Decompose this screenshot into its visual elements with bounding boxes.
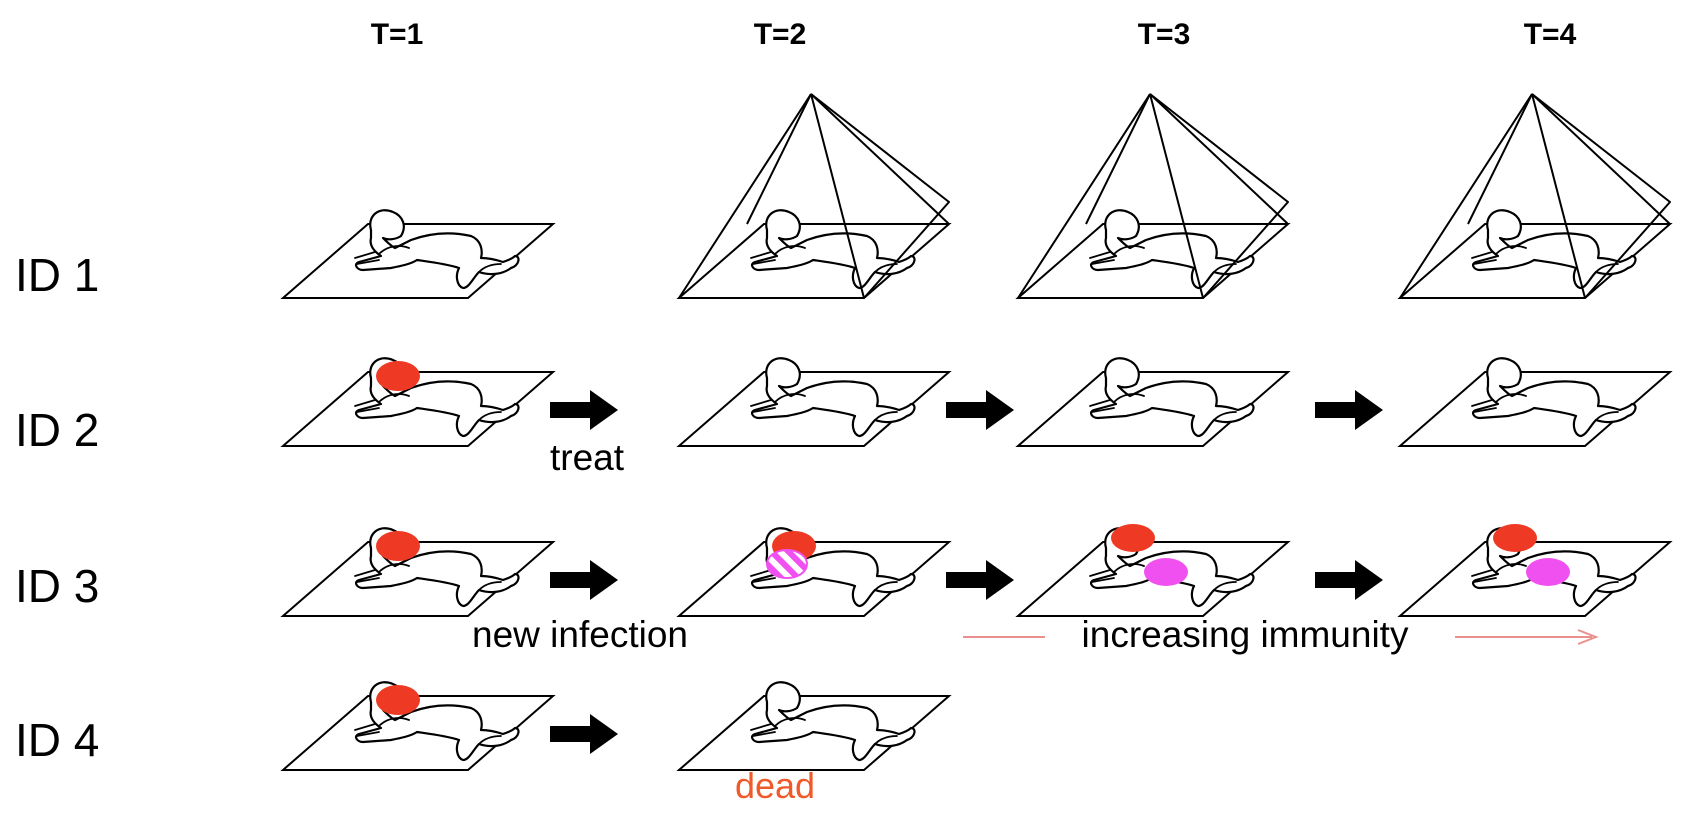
- person-figure: [354, 209, 520, 290]
- person-arm: [1495, 245, 1527, 255]
- person-arm: [378, 563, 410, 573]
- cell-id1-t1: [280, 209, 556, 299]
- person-arm: [378, 245, 410, 255]
- cell-id3-t1: [280, 527, 556, 617]
- dead-label: dead: [735, 765, 815, 806]
- person-figure: [750, 357, 916, 438]
- person-figure: [1089, 357, 1255, 438]
- row-label-id2: ID 2: [15, 404, 99, 456]
- person-leg: [1213, 581, 1237, 591]
- right-arrow-icon: [550, 560, 618, 600]
- row-label-id1: ID 1: [15, 249, 99, 301]
- cell-id2-t1: [280, 357, 556, 447]
- increasing-immunity-label: increasing immunity: [1082, 614, 1409, 655]
- infection-spot: [1493, 524, 1537, 552]
- row-label-id3: ID 3: [15, 560, 99, 612]
- person-arm: [378, 393, 410, 403]
- bed-net-back: [746, 93, 950, 225]
- cell-id4-t2: [676, 681, 952, 771]
- row-label-id4: ID 4: [15, 714, 99, 766]
- right-arrow-icon: [1315, 560, 1383, 600]
- person-arm: [1113, 393, 1145, 403]
- person-leg: [1595, 411, 1619, 421]
- bed-net-icon: [1399, 93, 1671, 299]
- person-hand: [750, 399, 776, 413]
- person-hand: [354, 251, 380, 265]
- person-leg: [874, 411, 898, 421]
- treat-label: treat: [550, 437, 625, 478]
- right-arrow-icon: [946, 390, 1014, 430]
- time-label-t3: T=3: [1138, 18, 1191, 51]
- person-hand: [1089, 569, 1115, 583]
- person-arm: [774, 245, 806, 255]
- person-leg: [874, 581, 898, 591]
- person-hand: [1089, 251, 1115, 265]
- person-hand: [354, 569, 380, 583]
- person-leg: [1213, 411, 1237, 421]
- person-arm: [1495, 393, 1527, 403]
- person-figure: [1471, 357, 1637, 438]
- person-hand: [354, 399, 380, 413]
- person-hand: [1089, 399, 1115, 413]
- person-leg: [874, 735, 898, 745]
- person-arm: [378, 717, 410, 727]
- bed-net-icon: [1017, 93, 1289, 299]
- person-leg: [478, 411, 502, 421]
- bed-net-back: [1467, 93, 1671, 225]
- person-leg: [478, 581, 502, 591]
- cell-id3-t3: [1015, 524, 1291, 617]
- immunity-spot: [1526, 558, 1570, 586]
- infection-spot: [376, 685, 420, 715]
- person-arm: [1113, 563, 1145, 573]
- right-arrow-icon: [946, 560, 1014, 600]
- infection-spot: [1111, 524, 1155, 552]
- cell-id2-t3: [1015, 357, 1291, 447]
- person-hand: [354, 723, 380, 737]
- person-figure: [750, 209, 916, 290]
- person-hand: [750, 569, 776, 583]
- immunity-spot: [1144, 558, 1188, 586]
- right-arrow-icon: [550, 714, 618, 754]
- person-figure: [1471, 209, 1637, 290]
- right-arrow-icon: [1315, 390, 1383, 430]
- person-hand: [750, 251, 776, 265]
- bed-net-icon: [678, 93, 950, 299]
- person-hand: [1471, 399, 1497, 413]
- person-hand: [750, 723, 776, 737]
- person-arm: [1113, 245, 1145, 255]
- cell-id2-t2: [676, 357, 952, 447]
- arrows-layer: [550, 390, 1383, 754]
- cell-id4-t1: [280, 681, 556, 771]
- bed-net-back: [1085, 93, 1289, 225]
- cell-id3-t4: [1397, 524, 1673, 617]
- cells-layer: [280, 93, 1673, 771]
- cell-id3-t2: [676, 527, 952, 617]
- person-figure: [750, 681, 916, 762]
- infection-spot: [376, 361, 420, 391]
- cell-id1-t3: [1015, 93, 1291, 299]
- cell-id1-t4: [1397, 93, 1673, 299]
- person-figure: [1089, 209, 1255, 290]
- person-hand: [1471, 251, 1497, 265]
- person-leg: [1595, 581, 1619, 591]
- new-infection-hatched-spot: [766, 549, 808, 579]
- person-hand: [1471, 569, 1497, 583]
- time-label-t1: T=1: [371, 18, 424, 51]
- right-arrow-icon: [550, 390, 618, 430]
- person-arm: [774, 717, 806, 727]
- person-arm: [774, 393, 806, 403]
- person-leg: [478, 735, 502, 745]
- immunity-arrowhead-icon: [1577, 629, 1599, 645]
- cell-id2-t4: [1397, 357, 1673, 447]
- time-label-t2: T=2: [754, 18, 807, 51]
- infection-spot: [376, 531, 420, 561]
- cell-id1-t2: [676, 93, 952, 299]
- time-label-t4: T=4: [1524, 18, 1577, 51]
- person-leg: [478, 263, 502, 273]
- person-arm: [1495, 563, 1527, 573]
- new-infection-label: new infection: [472, 614, 688, 655]
